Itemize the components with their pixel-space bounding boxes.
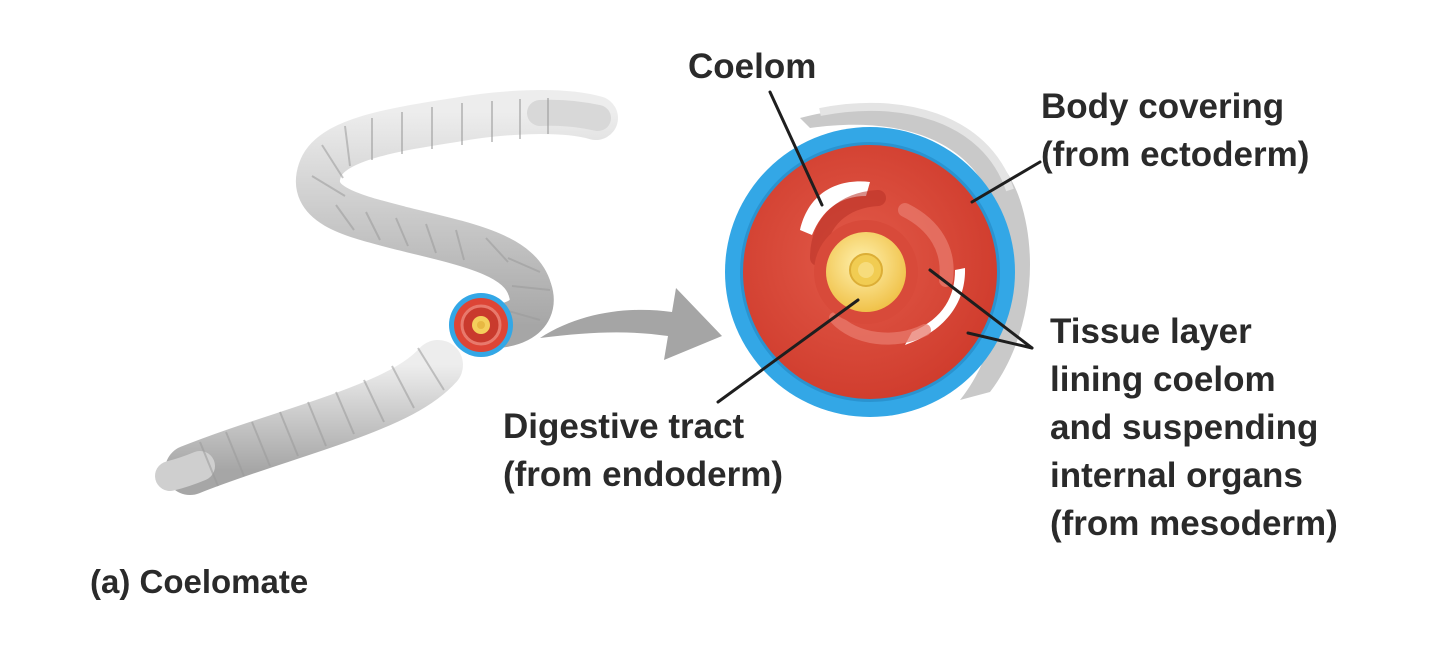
digestive-tract-label-line-1: Digestive tract: [503, 407, 745, 446]
tissue-leader-lower: [966, 331, 1034, 350]
figure-caption-text: (a) Coelomate: [90, 563, 309, 600]
earthworm: [155, 90, 618, 495]
gut-lumen-center: [858, 262, 874, 278]
coelom-label: Coelom: [688, 43, 816, 91]
cross-section: [725, 102, 1030, 417]
coelom-cavity-upper-left: [800, 181, 870, 235]
tissue-leader-upper: [928, 268, 1034, 350]
worm-upper-body: [296, 90, 618, 349]
tissue-layer-label-line-2: lining coelom: [1050, 360, 1276, 399]
tissue-layer-label-line-5: (from mesoderm): [1050, 504, 1338, 543]
coelom-label-text: Coelom: [688, 47, 817, 86]
worm-lower-segments: [199, 347, 445, 487]
worm-upper-segments: [311, 98, 551, 321]
mesentery-fold-upper-left: [810, 190, 886, 266]
coelom-leader: [768, 90, 824, 207]
magnify-arrow: [540, 288, 722, 360]
digestive-leader: [716, 298, 860, 404]
tissue-layer-label-line-3: and suspending: [1050, 408, 1319, 447]
body-covering-label-line-1: Body covering: [1041, 87, 1285, 126]
worm-lower-taper: [155, 451, 215, 491]
leader-lines: [716, 90, 1042, 404]
worm-lower-body: [165, 340, 463, 495]
mesentery-fold-lower: [829, 312, 931, 345]
mesentery-fold-right: [898, 203, 954, 287]
worm-upper-taper: [527, 99, 611, 131]
tissue-layer-label: Tissue layer lining coelom and suspendin…: [1050, 308, 1338, 548]
tissue-layer-label-line-1: Tissue layer: [1050, 312, 1252, 351]
worm-cut-section: [449, 293, 513, 357]
body-covering-label: Body covering (from ectoderm): [1041, 83, 1309, 179]
tissue-layer-label-line-4: internal organs: [1050, 456, 1303, 495]
figure-caption: (a) Coelomate: [90, 558, 308, 606]
digestive-tract-label-line-2: (from endoderm): [503, 455, 783, 494]
body-wall-depth-highlight: [819, 102, 1014, 192]
body-covering-label-line-2: (from ectoderm): [1041, 135, 1310, 174]
digestive-tract-label: Digestive tract (from endoderm): [503, 403, 783, 499]
body-covering-leader: [970, 160, 1042, 204]
